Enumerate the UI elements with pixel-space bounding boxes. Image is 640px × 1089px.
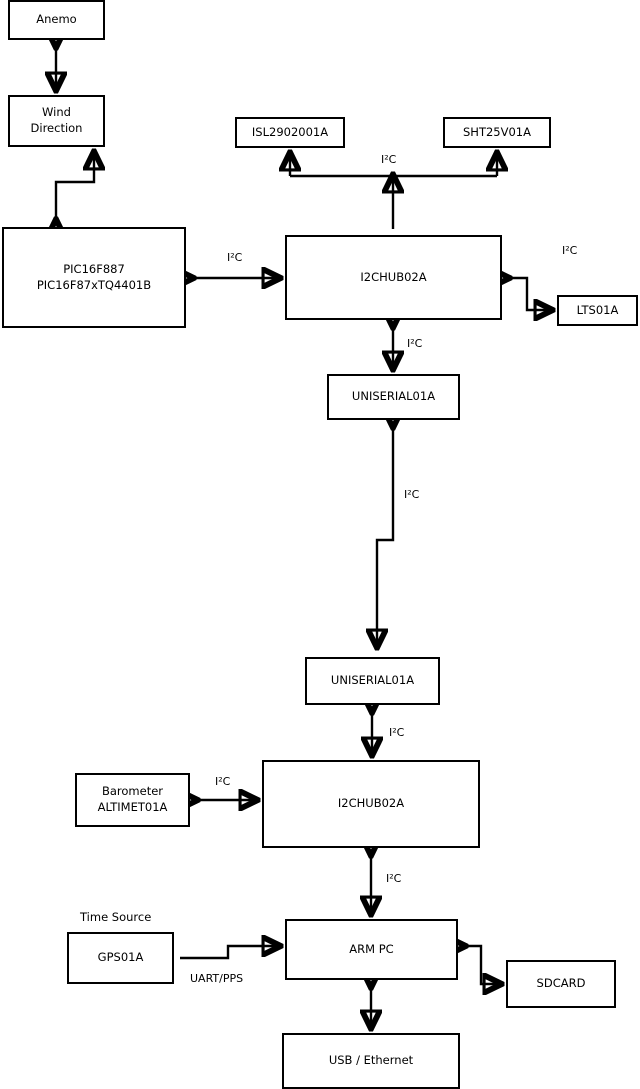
connector-gps01a-armpc xyxy=(180,946,279,960)
edge-label-uart-pps: UART/PPS xyxy=(190,972,244,985)
edge-label-i2c-pic-hub: I²C xyxy=(227,251,243,264)
connector-i2chub-top-lts01a xyxy=(508,278,551,310)
edge-label-i2c-barometer: I²C xyxy=(215,775,231,788)
edge-label-i2c-uniserial-hub-bottom: I²C xyxy=(389,726,405,739)
edge-label-i2c-uniserial-link: I²C xyxy=(404,488,420,501)
node-uniserial01a-upper-label: UNISERIAL01A xyxy=(351,389,436,404)
node-uniserial01a-upper[interactable]: UNISERIAL01A xyxy=(327,374,460,420)
node-anemo[interactable]: Anemo xyxy=(8,0,105,40)
node-arm-pc[interactable]: ARM PC xyxy=(285,919,458,980)
node-usb-ethernet[interactable]: USB / Ethernet xyxy=(282,1033,460,1089)
node-i2chub02a-top-label: I2CHUB02A xyxy=(360,269,427,284)
connector-armpc-sdcard xyxy=(464,946,500,984)
node-barometer-altimet01a-label: Barometer ALTIMET01A xyxy=(97,784,168,814)
node-i2chub02a-bottom-label: I2CHUB02A xyxy=(337,796,405,811)
node-lts01a[interactable]: LTS01A xyxy=(557,295,638,326)
node-uniserial01a-lower-label: UNISERIAL01A xyxy=(330,673,415,688)
node-barometer-altimet01a[interactable]: Barometer ALTIMET01A xyxy=(75,773,190,827)
edge-label-i2c-hub-armpc: I²C xyxy=(386,872,402,885)
node-lts01a-label: LTS01A xyxy=(576,302,619,317)
node-sht25v01a-label: SHT25V01A xyxy=(463,124,531,139)
node-pic-microcontroller-label: PIC16F887 PIC16F87xTQ4401B xyxy=(36,261,152,292)
edge-label-i2c-bus-top: I²C xyxy=(381,153,397,166)
node-wind-direction[interactable]: Wind Direction xyxy=(8,95,105,147)
node-pic-microcontroller[interactable]: PIC16F887 PIC16F87xTQ4401B xyxy=(2,227,186,328)
node-wind-direction-label: Wind Direction xyxy=(30,105,83,135)
node-i2chub02a-top[interactable]: I2CHUB02A xyxy=(285,235,502,320)
edge-label-i2c-hub-uniserial: I²C xyxy=(407,337,423,350)
node-sdcard-label: SDCARD xyxy=(536,976,586,991)
label-time-source: Time Source xyxy=(80,910,152,924)
node-isl2902001a-label: ISL2902001A xyxy=(251,124,329,139)
node-uniserial01a-lower[interactable]: UNISERIAL01A xyxy=(305,657,440,705)
node-i2chub02a-bottom[interactable]: I2CHUB02A xyxy=(262,760,480,848)
node-gps01a[interactable]: GPS01A xyxy=(67,932,174,984)
node-gps01a-label: GPS01A xyxy=(97,950,144,965)
connector-uniserial-up-uniserial-lo xyxy=(377,426,393,646)
edge-label-i2c-lts01a: I²C xyxy=(562,244,578,257)
node-isl2902001a[interactable]: ISL2902001A xyxy=(235,117,345,148)
node-usb-ethernet-label: USB / Ethernet xyxy=(328,1053,414,1068)
node-sdcard[interactable]: SDCARD xyxy=(506,960,616,1008)
node-sht25v01a[interactable]: SHT25V01A xyxy=(443,117,551,148)
node-arm-pc-label: ARM PC xyxy=(349,941,394,956)
node-anemo-label: Anemo xyxy=(36,12,77,27)
connector-pic-winddir xyxy=(56,153,94,221)
